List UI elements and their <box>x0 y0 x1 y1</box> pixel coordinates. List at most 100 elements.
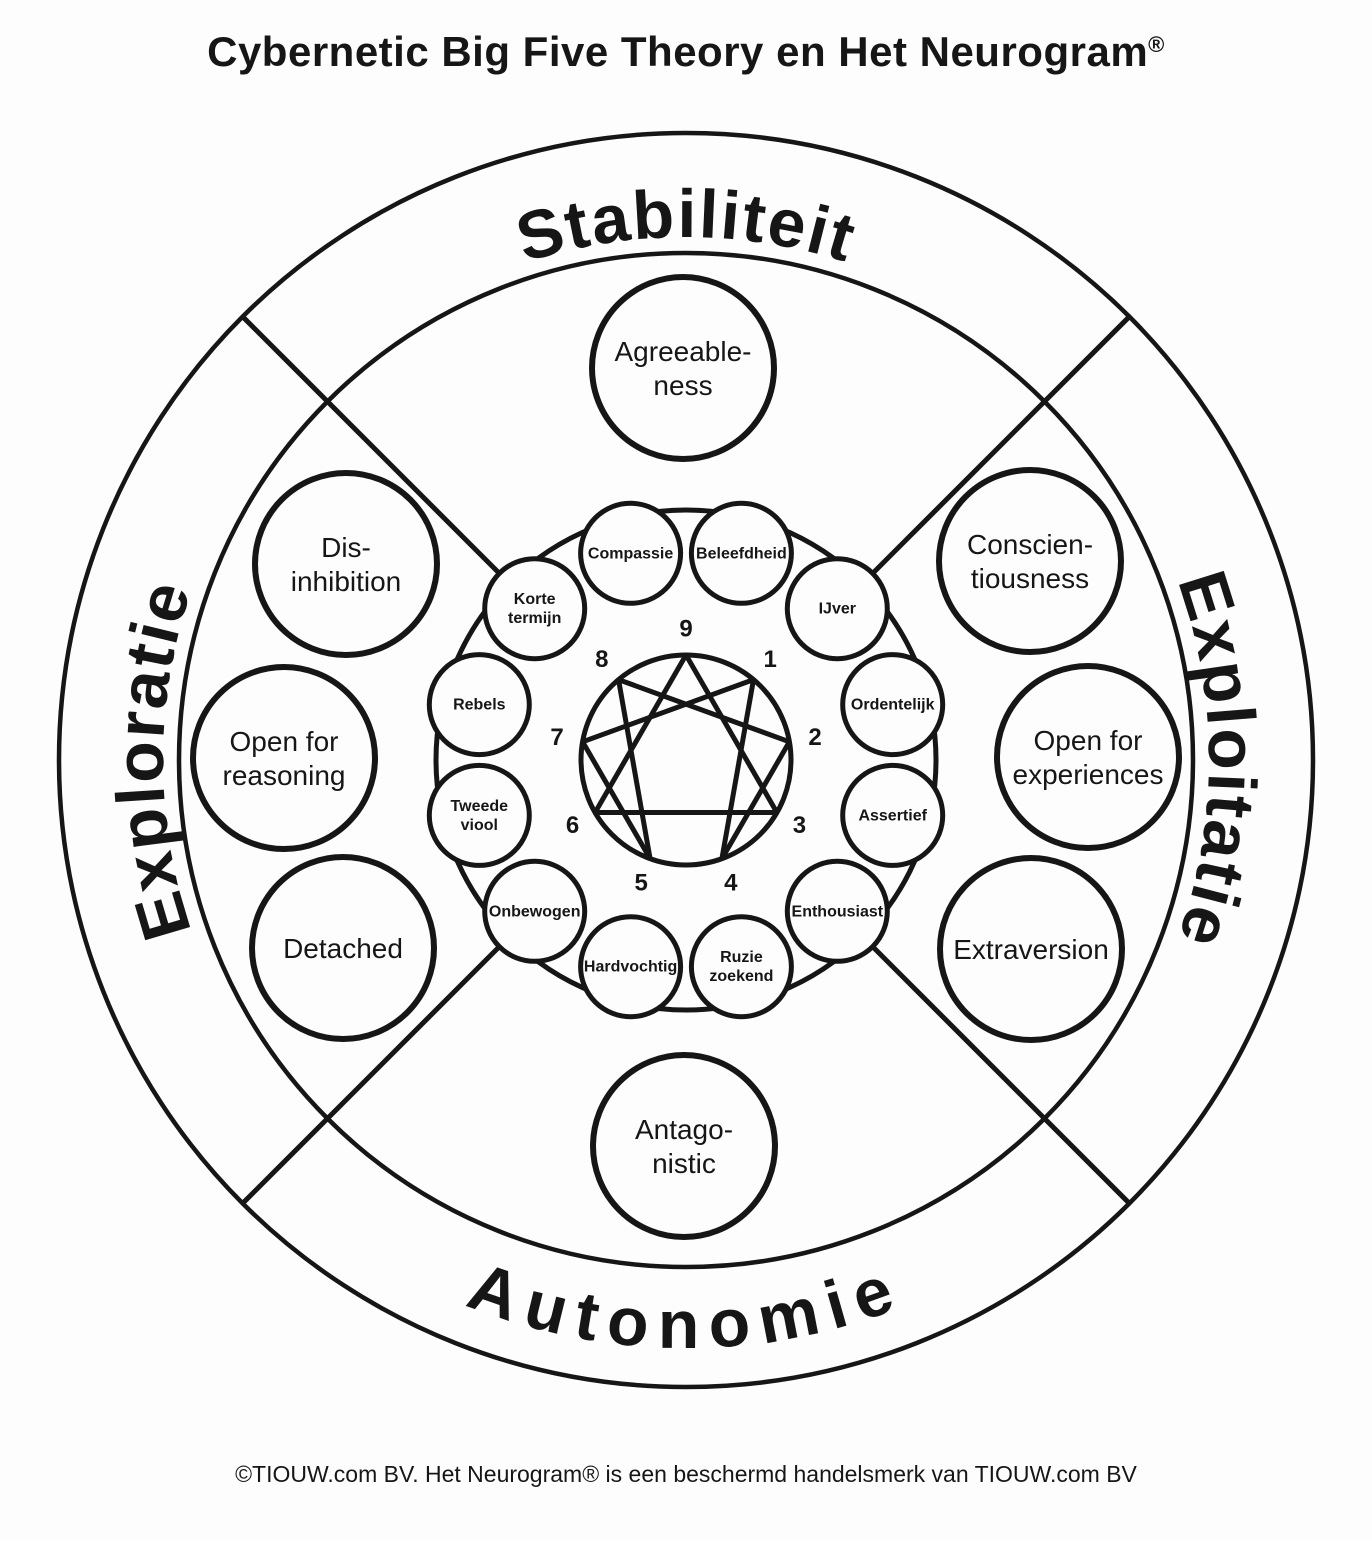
domain-label-extraversion: Extraversion <box>953 934 1109 965</box>
facet-label-korte-termijn: Korte termijn <box>508 591 561 627</box>
facet-label-beleefdheid-line: Beleefdheid <box>696 545 787 562</box>
facet-cluster-circle <box>433 507 939 1013</box>
facet-label-tweede-viool: Tweede viool <box>451 797 509 833</box>
facet-label-onbewogen-line: Onbewogen <box>489 903 581 920</box>
facet-label-ruzie-zoekend-line: Ruzie <box>720 949 763 966</box>
facet-label-hardvochtig-line: Hardvochtig <box>584 958 677 975</box>
facet-circle-hardvochtig <box>578 914 684 1020</box>
enneagram-line-2-8 <box>617 677 791 745</box>
domain-label-open-for-reasoning-line: Open for <box>230 726 339 757</box>
facet-label-assertief: Assertief <box>858 807 927 824</box>
facet-circle-assertief <box>840 762 946 868</box>
facet-circle-ordentelijk <box>840 652 946 758</box>
facet-label-assertief-line: Assertief <box>858 807 927 824</box>
domain-label-conscientiousness-line: Conscien- <box>967 529 1093 560</box>
facet-label-enthousiast: Enthousiast <box>792 903 884 920</box>
domain-label-open-for-experiences-line: Open for <box>1034 725 1143 756</box>
enneagram-number-7: 7 <box>550 724 563 751</box>
facet-circle-korte-termijn <box>482 556 588 662</box>
facet-label-ijver: IJver <box>819 600 856 617</box>
enneagram-line-1-4 <box>719 679 756 860</box>
facet-circle-compassie <box>578 500 684 606</box>
band-label-stabiliteit-text: Stabiliteit <box>508 176 863 277</box>
facet-label-beleefdheid: Beleefdheid <box>696 545 787 562</box>
quadrant-divider-lines <box>239 313 1133 1207</box>
facet-label-enthousiast-line: Enthousiast <box>792 903 884 920</box>
enneagram-number-1: 1 <box>764 646 777 673</box>
domain-label-antagonistic: Antago-nistic <box>635 1114 733 1179</box>
domain-label-disinhibition-line: inhibition <box>291 566 402 597</box>
facet-label-onbewogen: Onbewogen <box>489 903 581 920</box>
domain-label-antagonistic-line: nistic <box>652 1148 716 1179</box>
domain-circle-disinhibition <box>252 470 440 658</box>
domain-circle-antagonistic <box>590 1052 778 1240</box>
enneagram-number-9: 9 <box>679 616 692 643</box>
domain-circle-agreeableness <box>589 274 777 462</box>
facet-label-tweede-viool-line: Tweede <box>451 797 509 814</box>
domain-circle-open-for-experiences <box>994 663 1182 851</box>
enneagram-number-4: 4 <box>724 870 738 897</box>
quadrant-divider-line-45 <box>871 313 1133 575</box>
domain-circle-detached <box>249 854 437 1042</box>
enneagram-number-6: 6 <box>566 812 579 839</box>
quadrant-divider-line-225 <box>239 945 501 1207</box>
enneagram-line-7-1 <box>581 677 755 745</box>
domain-label-agreeableness: Agreeable-ness <box>615 336 752 401</box>
domain-label-antagonistic-line: Antago- <box>635 1114 733 1145</box>
facet-label-tweede-viool-line: viool <box>461 816 498 833</box>
facet-label-korte-termijn-line: Korte <box>514 591 556 608</box>
diagram-title: Cybernetic Big Five Theory en Het Neurog… <box>207 28 1165 75</box>
facet-circle-beleefdheid <box>688 500 794 606</box>
inner-band-circle <box>176 250 1196 1270</box>
domain-label-agreeableness-line: Agreeable- <box>615 336 752 367</box>
facet-circle-rebels <box>426 652 532 758</box>
domain-label-open-for-reasoning-line: reasoning <box>223 760 346 791</box>
enneagram-number-2: 2 <box>808 724 821 751</box>
facet-label-ordentelijk-line: Ordentelijk <box>851 696 935 713</box>
domain-circle-open-for-reasoning <box>190 664 378 852</box>
footer-copyright: ©TIOUW.com BV. Het Neurogram® is een bes… <box>235 1461 1137 1487</box>
facet-circle-enthousiast <box>784 858 890 964</box>
enneagram-number-3: 3 <box>793 812 806 839</box>
registered-mark-icon: ® <box>1148 32 1165 57</box>
domain-label-open-for-experiences-line: experiences <box>1013 759 1164 790</box>
domain-label-extraversion-line: Extraversion <box>953 934 1109 965</box>
quadrant-divider-line-135 <box>871 945 1133 1207</box>
facet-label-ruzie-zoekend-line: zoekend <box>709 968 773 985</box>
diagram-title-text: Cybernetic Big Five Theory en Het Neurog… <box>207 28 1148 75</box>
domain-label-conscientiousness-line: tiousness <box>971 563 1089 594</box>
facet-circles: BeleefdheidIJverOrdentelijkAssertiefEnth… <box>426 500 946 1020</box>
domain-label-disinhibition-line: Dis- <box>321 532 371 563</box>
facet-label-ruzie-zoekend: Ruzie zoekend <box>709 949 773 985</box>
enneagram-line-4-2 <box>719 740 792 860</box>
facet-label-rebels: Rebels <box>453 696 506 713</box>
domain-label-conscientiousness: Conscien-tiousness <box>967 529 1093 594</box>
enneagram-line-5-7 <box>580 740 653 860</box>
enneagram-number-8: 8 <box>595 646 608 673</box>
facet-label-rebels-line: Rebels <box>453 696 506 713</box>
facet-circle-ijver <box>784 556 890 662</box>
facet-label-ordentelijk: Ordentelijk <box>851 696 935 713</box>
domain-label-agreeableness-line: ness <box>653 370 712 401</box>
quadrant-divider-line-315 <box>239 313 501 575</box>
facet-label-ijver-line: IJver <box>819 600 856 617</box>
facet-label-korte-termijn-line: termijn <box>508 610 561 627</box>
domain-circle-conscientiousness <box>936 467 1124 655</box>
domain-label-disinhibition: Dis-inhibition <box>291 532 402 597</box>
facet-label-compassie-line: Compassie <box>588 545 673 562</box>
facet-circle-ruzie-zoekend <box>688 914 794 1020</box>
enneagram-circle <box>578 652 794 868</box>
facet-label-hardvochtig: Hardvochtig <box>584 958 677 975</box>
outer-circle <box>56 130 1316 1390</box>
domain-circle-extraversion <box>937 855 1125 1043</box>
domain-label-detached-line: Detached <box>283 933 403 964</box>
domain-label-detached: Detached <box>283 933 403 964</box>
enneagram-line-8-5 <box>616 679 653 860</box>
facet-label-compassie: Compassie <box>588 545 673 562</box>
